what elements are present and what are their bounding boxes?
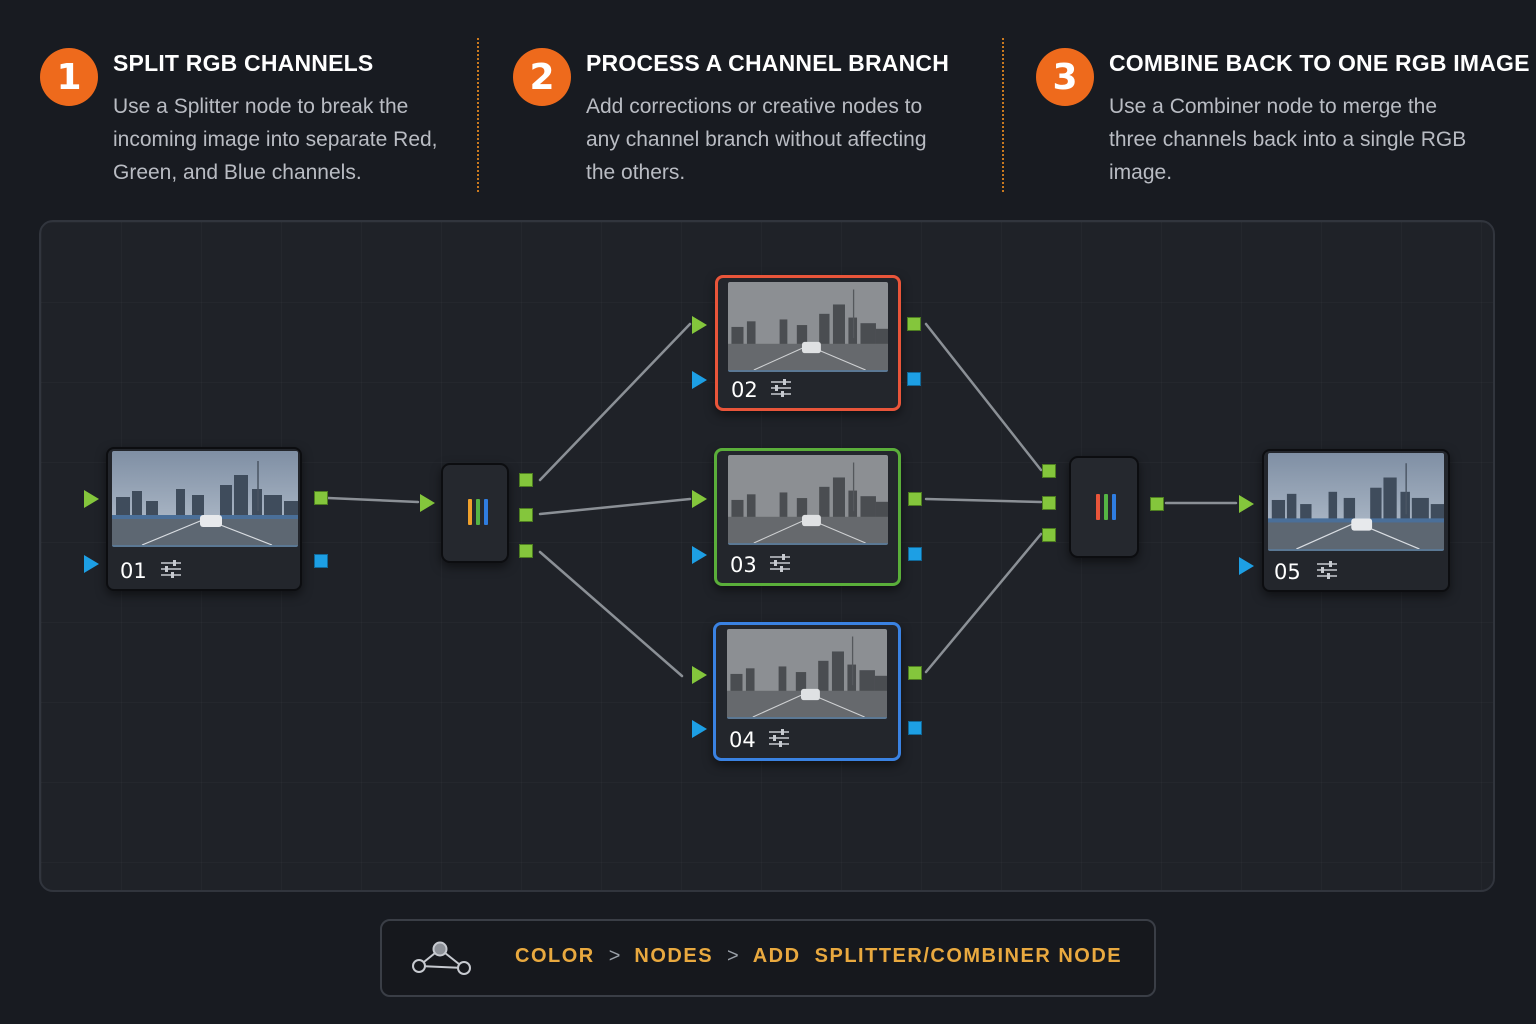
sliders-icon[interactable] (768, 728, 790, 748)
node-number-label: 03 (730, 553, 757, 577)
rgb-input-port[interactable] (692, 490, 707, 508)
rgb-output-port[interactable] (907, 317, 921, 331)
combiner-red-input-port[interactable] (1042, 464, 1056, 478)
breadcrumb-item-color[interactable]: COLOR (515, 945, 595, 967)
node-05[interactable]: 05 (1262, 449, 1450, 592)
rgb-output-port[interactable] (314, 491, 328, 505)
splitter-green-output-port[interactable] (519, 508, 533, 522)
key-input-port[interactable] (692, 720, 707, 738)
breadcrumb-item-nodes[interactable]: NODES (634, 945, 714, 967)
steps-header: 1 SPLIT RGB CHANNELS Use a Splitter node… (0, 0, 1536, 210)
chevron-right-icon: > (727, 945, 739, 967)
key-input-port[interactable] (1239, 557, 1254, 575)
key-output-port[interactable] (314, 554, 328, 568)
key-output-port[interactable] (907, 372, 921, 386)
splitter-node[interactable] (441, 463, 509, 563)
combiner-node[interactable] (1069, 456, 1139, 558)
node-thumbnail (728, 455, 888, 545)
step-description: Add corrections or creative nodes to any… (586, 95, 927, 184)
node-number-label: 05 (1274, 560, 1301, 584)
splitter-red-output-port[interactable] (519, 473, 533, 487)
splitter-input-port[interactable] (420, 494, 435, 512)
sliders-icon[interactable] (160, 559, 182, 579)
node-number-label: 02 (731, 378, 758, 402)
node-number-label: 01 (120, 559, 147, 583)
node-graph-icon (412, 941, 471, 975)
node-04[interactable]: 04 (713, 622, 901, 761)
rgb-bars-icon (468, 499, 488, 525)
node-03[interactable]: 03 (714, 448, 901, 586)
chevron-right-icon: > (608, 945, 621, 967)
rgb-output-port[interactable] (908, 666, 922, 680)
breadcrumb-path: COLOR > NODES > ADD SPLITTER/COMBINER NODE (515, 945, 1122, 968)
step-title: COMBINE BACK TO ONE RGB IMAGE (1109, 50, 1530, 76)
combiner-output-port[interactable] (1150, 497, 1164, 511)
node-02[interactable]: 02 (715, 275, 901, 411)
step-description: Use a Splitter node to break the incomin… (113, 95, 438, 184)
sliders-icon[interactable] (1316, 560, 1338, 580)
node-01[interactable]: 01 (106, 447, 302, 591)
sliders-icon[interactable] (769, 553, 791, 573)
menu-path-breadcrumb: COLOR > NODES > ADD SPLITTER/COMBINER NODE (380, 919, 1156, 997)
node-thumbnail (112, 451, 298, 547)
node-number-label: 04 (729, 728, 756, 752)
splitter-blue-output-port[interactable] (519, 544, 533, 558)
step-title: SPLIT RGB CHANNELS (113, 50, 374, 76)
step-divider (1002, 38, 1004, 192)
rgb-input-port[interactable] (1239, 495, 1254, 513)
step-number-badge: 3 (1036, 48, 1094, 106)
key-input-port[interactable] (84, 555, 99, 573)
key-output-port[interactable] (908, 547, 922, 561)
rgb-input-port[interactable] (692, 316, 707, 334)
rgb-bars-icon (1096, 494, 1116, 520)
key-input-port[interactable] (692, 371, 707, 389)
rgb-input-port[interactable] (84, 490, 99, 508)
rgb-output-port[interactable] (908, 492, 922, 506)
sliders-icon[interactable] (770, 378, 792, 398)
combiner-blue-input-port[interactable] (1042, 528, 1056, 542)
combiner-green-input-port[interactable] (1042, 496, 1056, 510)
node-thumbnail (1268, 453, 1444, 551)
node-thumbnail (727, 629, 887, 719)
rgb-input-port[interactable] (692, 666, 707, 684)
node-thumbnail (728, 282, 888, 372)
step-description: Use a Combiner node to merge the three c… (1109, 95, 1467, 184)
step-number-badge: 2 (513, 48, 571, 106)
key-output-port[interactable] (908, 721, 922, 735)
step-number-badge: 1 (40, 48, 98, 106)
step-title: PROCESS A CHANNEL BRANCH (586, 50, 950, 76)
breadcrumb-item-add-splitter-combiner[interactable]: ADD SPLITTER/COMBINER NODE (752, 945, 1123, 967)
step-divider (477, 38, 479, 192)
key-input-port[interactable] (692, 546, 707, 564)
